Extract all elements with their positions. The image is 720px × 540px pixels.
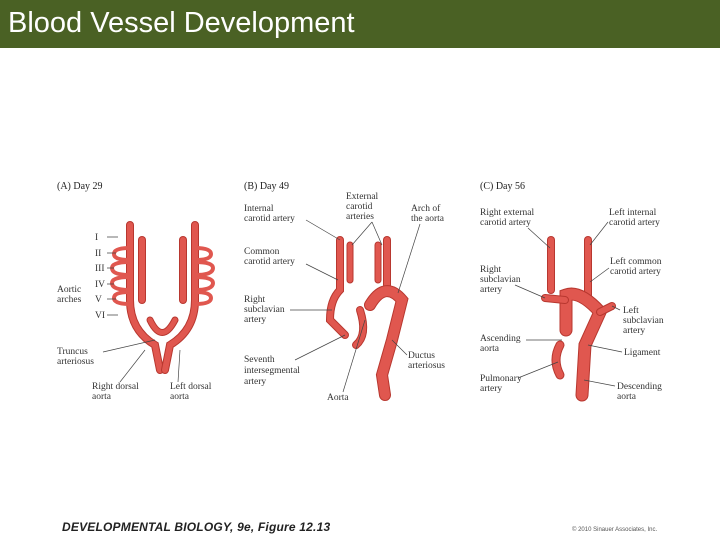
panel-c-caption: (C) Day 56 <box>480 181 525 192</box>
panel-b-caption: (B) Day 49 <box>244 181 289 192</box>
copyright-notice: © 2010 Sinauer Associates, Inc. <box>572 527 658 533</box>
label-aortic-arches: Aortic arches <box>57 285 84 305</box>
svg-text:IV: IV <box>95 280 105 290</box>
label-left-common-carotid-artery: Left common carotid artery <box>610 256 664 277</box>
title-bar: Blood Vessel Development <box>0 0 720 48</box>
slide-title: Blood Vessel Development <box>8 7 355 39</box>
panel-a-vessels <box>109 221 216 374</box>
label-right-dorsal-aorta: Right dorsal aorta <box>92 382 141 402</box>
label-pulmonary-artery: Pulmonary artery <box>480 374 524 394</box>
label-ductus-arteriosus: Ductus arteriosus <box>408 351 445 371</box>
panel-a-caption: (A) Day 29 <box>57 181 103 192</box>
svg-text:V: V <box>95 295 102 305</box>
svg-text:II: II <box>95 249 101 259</box>
label-truncus-arteriosus: Truncus arteriosus <box>57 347 94 367</box>
label-descending-aorta: Descending aorta <box>617 382 664 402</box>
label-roman-numerals: I II III IV V VI <box>95 233 105 321</box>
label-arch-of-aorta: Arch of the aorta <box>411 203 445 224</box>
label-external-carotid-arteries: External carotid arteries <box>346 192 381 222</box>
label-right-subclavian-artery-c: Right subclavian artery <box>480 265 523 295</box>
figure-source: DEVELOPMENTAL BIOLOGY, 9e, Figure 12.13 <box>62 520 331 534</box>
label-left-subclavian-artery: Left subclavian artery <box>623 305 666 336</box>
panel-c: (C) Day 56 Right external carotid artery… <box>480 181 666 402</box>
panel-b-vessels <box>325 236 409 401</box>
label-left-internal-carotid-artery: Left internal carotid artery <box>609 207 660 228</box>
panel-a: (A) Day 29 Aortic <box>57 181 216 402</box>
label-common-carotid-artery: Common carotid artery <box>244 247 295 267</box>
svg-text:III: III <box>95 264 105 274</box>
label-right-subclavian-artery: Right subclavian artery <box>244 295 287 325</box>
label-aorta: Aorta <box>327 393 349 403</box>
label-seventh-intersegmental-artery: Seventh intersegmental artery <box>244 355 302 387</box>
label-ligament: Ligament <box>624 348 661 358</box>
panel-b: (B) Day 49 External carotid arteries Int… <box>244 181 445 403</box>
label-right-external-carotid-artery: Right external carotid artery <box>480 208 536 228</box>
svg-text:VI: VI <box>95 311 105 321</box>
svg-text:I: I <box>95 233 98 243</box>
label-ascending-aorta: Ascending aorta <box>480 334 523 354</box>
panel-c-vessels <box>541 236 616 402</box>
label-internal-carotid-artery: Internal carotid artery <box>244 204 295 224</box>
label-left-dorsal-aorta: Left dorsal aorta <box>170 381 214 402</box>
